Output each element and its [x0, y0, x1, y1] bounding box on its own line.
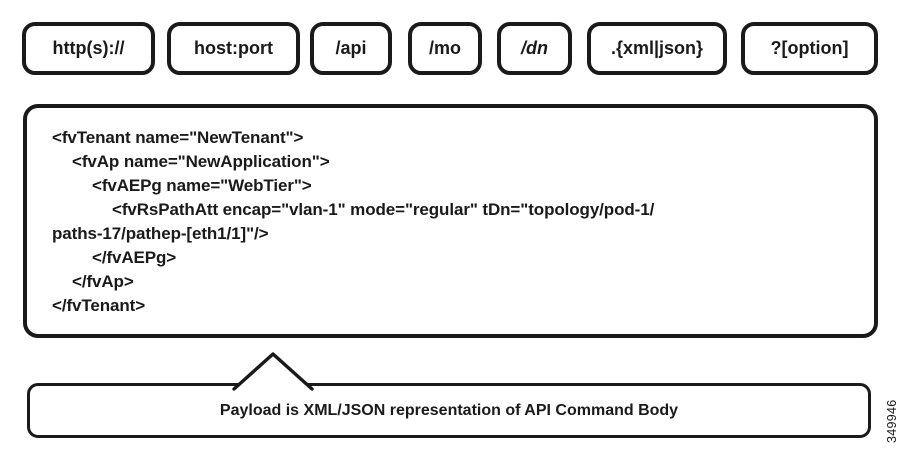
xml-code-block: <fvTenant name="NewTenant"> <fvAp name="…	[52, 126, 866, 318]
callout-box: Payload is XML/JSON representation of AP…	[27, 383, 871, 438]
code-line: <fvAp name="NewApplication">	[72, 152, 330, 171]
code-line: paths-17/pathep-[eth1/1]"/>	[52, 224, 269, 243]
code-line: </fvAEPg>	[92, 248, 177, 267]
url-segment-label: /dn	[521, 38, 548, 58]
figure-number: 349946	[885, 399, 899, 443]
url-segment-label: host:port	[194, 38, 273, 58]
url-segment-label: ?[option]	[770, 38, 849, 58]
url-segment-protocol: http(s)://	[22, 22, 155, 75]
url-segment-dn: /dn	[497, 22, 572, 75]
url-segment-label: /mo	[428, 38, 461, 58]
code-line: <fvRsPathAtt encap="vlan-1" mode="regula…	[112, 200, 655, 219]
code-line: </fvAp>	[72, 272, 134, 291]
payload-example-box: <fvTenant name="NewTenant"> <fvAp name="…	[23, 104, 878, 338]
url-segment-label: .{xml|json}	[610, 38, 704, 58]
callout-text: Payload is XML/JSON representation of AP…	[219, 401, 679, 419]
url-segment-label: http(s)://	[52, 38, 125, 58]
url-segment-format: .{xml|json}	[587, 22, 727, 75]
code-line: <fvAEPg name="WebTier">	[92, 176, 312, 195]
url-segment-mo: /mo	[408, 22, 482, 75]
code-line: </fvTenant>	[52, 296, 146, 315]
url-segment-hostport: host:port	[167, 22, 300, 75]
code-line: <fvTenant name="NewTenant">	[52, 128, 304, 147]
callout-pointer-icon	[232, 352, 314, 391]
url-segment-label: /api	[335, 38, 367, 58]
url-segment-api: /api	[310, 22, 392, 75]
url-segment-option: ?[option]	[741, 22, 878, 75]
